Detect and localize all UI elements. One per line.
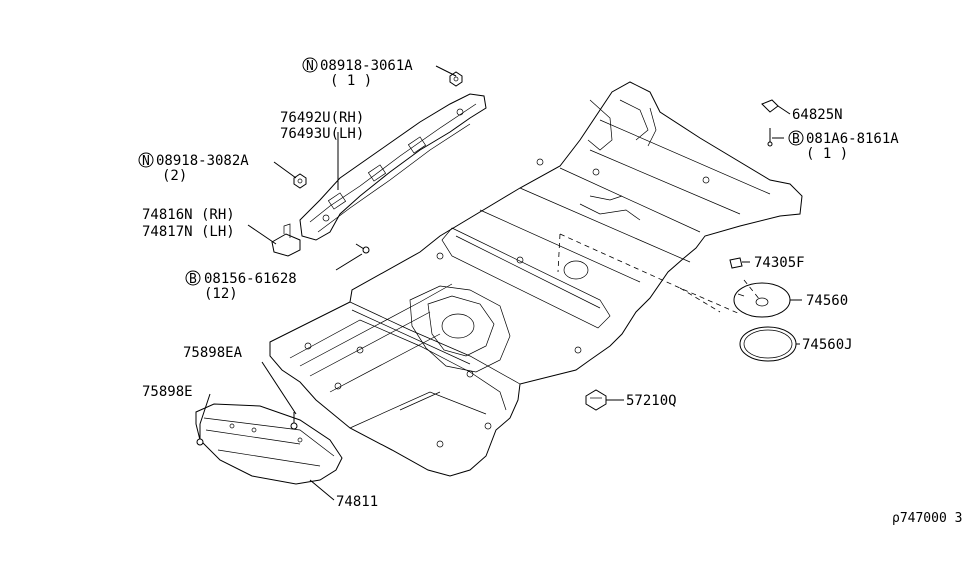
nut-part [293,173,307,189]
seal-ring-part [739,326,797,362]
label-rail-rh: 76492U(RH) [280,110,364,126]
n-prefix-circle-a [302,57,318,73]
bracket-part [271,223,301,257]
label-nut-b: 08918-3082A [156,153,249,169]
b-prefix-c: B [189,272,197,287]
callouts: N 08918-3061A ( 1 ) 76492U(RH) 76493U(LH… [138,57,962,526]
label-bolt-c-qty: (12) [204,286,238,302]
side-rail-part [299,93,487,241]
label-bolt-c: 08156-61628 [204,271,297,287]
b-prefix-circle-e [788,130,804,146]
label-nut-a: 08918-3061A [320,58,413,74]
label-cover-g: 74560 [806,293,848,309]
label-clip-d: 64825N [792,107,843,123]
bolt-part-right [767,128,773,147]
n-prefix-a: N [306,59,314,74]
label-bracket-rh: 74816N (RH) [142,207,235,223]
undercover-part [195,403,343,485]
label-screw-k: 75898E [142,384,193,400]
grommet-part [729,257,743,269]
n-prefix-b: N [142,154,150,169]
label-nut-a-qty: ( 1 ) [330,73,372,89]
label-bolt-e-qty: ( 1 ) [806,146,848,162]
b-prefix-e: B [792,132,800,147]
label-ring-h: 74560J [802,337,853,353]
label-plug-i: 57210Q [626,393,677,409]
nut-part-top [449,71,463,87]
screw-part-upper [290,412,298,430]
n-prefix-circle-b [138,152,154,168]
label-bracket-lh: 74817N (LH) [142,224,235,240]
label-screw-j: 75898EA [183,345,243,361]
label-grommet-f: 74305F [754,255,805,271]
clip-part [761,99,779,113]
leader-lines [199,65,802,501]
label-undercover: 74811 [336,494,378,510]
label-rail-lh: 76493U(LH) [280,126,364,142]
diagram-code: ρ747000 3 [892,511,962,526]
access-cover-part [733,282,791,318]
b-prefix-circle-c [185,270,201,286]
floor-panel [269,81,803,477]
plug-part [585,389,607,411]
label-bolt-e: 081A6-8161A [806,131,899,147]
screw-part [196,424,204,446]
bolt-part [355,243,370,254]
label-nut-b-qty: (2) [162,168,187,184]
